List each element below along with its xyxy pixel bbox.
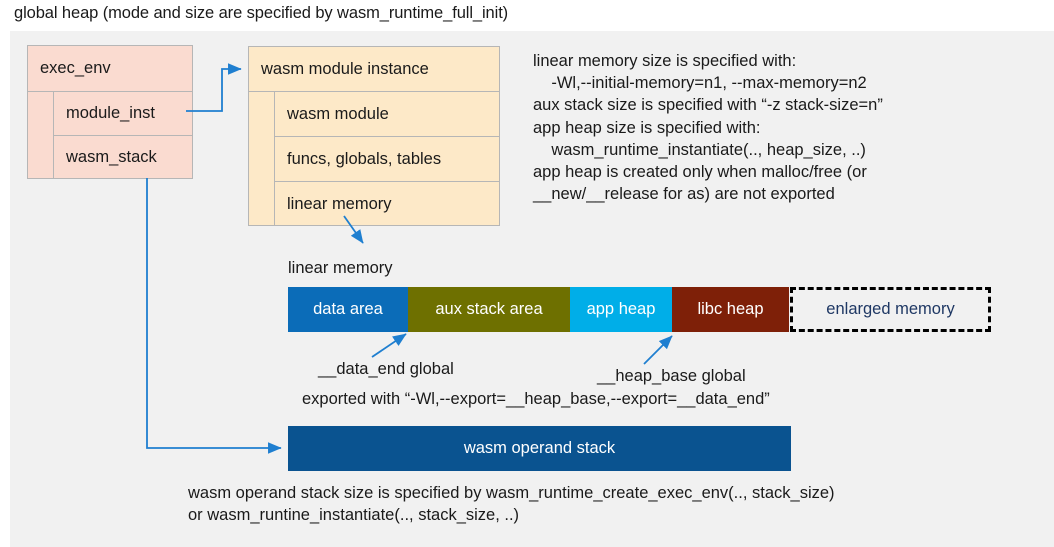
memory-segment-label: app heap bbox=[586, 300, 656, 318]
wasm-module-instance-box: wasm module instance wasm module funcs, … bbox=[248, 46, 500, 226]
memory-segment-data-area: data area bbox=[288, 287, 408, 332]
page-title: global heap (mode and size are specified… bbox=[14, 4, 509, 22]
memory-segment-label: enlarged memory bbox=[826, 300, 955, 318]
module-instance-gutter bbox=[249, 92, 275, 226]
memory-segment-app-heap: app heap bbox=[570, 287, 672, 332]
connector-wasm-stack-to-operand-stack bbox=[146, 178, 282, 454]
exec-env-header: exec_env bbox=[28, 46, 192, 92]
module-instance-header: wasm module instance bbox=[249, 47, 499, 92]
heap-base-global-label: __heap_base global bbox=[597, 367, 746, 385]
memory-segment-label: libc heap bbox=[697, 300, 764, 318]
connector-heap-base-to-boundary bbox=[643, 335, 673, 365]
connector-module-inst-to-instance bbox=[186, 63, 242, 112]
memory-segment-enlarged-memory: enlarged memory bbox=[790, 287, 991, 332]
wasm-operand-stack-box: wasm operand stack bbox=[288, 426, 791, 471]
connector-linear-memory-to-strip bbox=[343, 215, 364, 244]
module-instance-field-wasm-module: wasm module bbox=[275, 92, 499, 137]
module-instance-field-linear-memory: linear memory bbox=[287, 194, 392, 213]
exec-env-field-module-inst: module_inst bbox=[54, 92, 192, 136]
memory-segment-label: data area bbox=[313, 300, 383, 318]
exec-env-gutter bbox=[28, 92, 54, 179]
memory-segment-label: aux stack area bbox=[435, 300, 543, 318]
linear-memory-label: linear memory bbox=[288, 259, 393, 277]
exec-env-field-wasm-stack: wasm_stack bbox=[66, 148, 157, 166]
connector-data-end-to-boundary bbox=[371, 333, 407, 358]
operand-stack-notes: wasm operand stack size is specified by … bbox=[188, 484, 835, 525]
operand-stack-label: wasm operand stack bbox=[463, 439, 616, 457]
linear-memory-notes: linear memory size is specified with: -W… bbox=[533, 52, 883, 204]
memory-segment-aux-stack-area: aux stack area bbox=[408, 287, 570, 332]
module-instance-field-funcs-globals-tables: funcs, globals, tables bbox=[275, 137, 499, 182]
exec-env-box: exec_env module_inst wasm_stack bbox=[27, 45, 193, 179]
data-end-global-label: __data_end global bbox=[318, 360, 454, 378]
exported-with-label: exported with “-Wl,--export=__heap_base,… bbox=[302, 390, 770, 408]
linear-memory-bar: data area aux stack area app heap libc heap… bbox=[288, 287, 991, 332]
memory-segment-libc-heap: libc heap bbox=[672, 287, 789, 332]
